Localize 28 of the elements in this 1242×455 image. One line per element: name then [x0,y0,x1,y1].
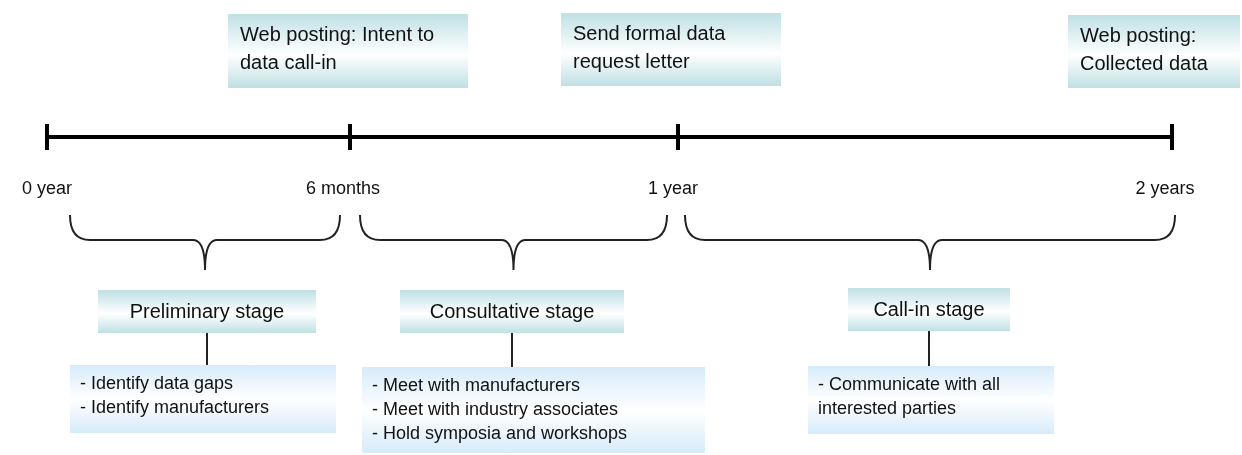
time-label: 1 year [648,178,698,199]
task-list-box [808,366,1054,434]
milestone-text: Send formal data request letter [573,21,727,74]
milestone-box [561,13,781,86]
stage-title: Consultative stage [429,300,595,323]
milestone-box [228,14,468,88]
task-list-box [70,365,336,433]
stage-box [848,288,1010,331]
stage-box [98,290,316,333]
milestone-text: Web posting: Intent to data call-in [240,22,436,75]
task-item: - Meet with industry associates [372,398,620,421]
time-label: 2 years [1135,178,1195,199]
connector-line [511,332,513,368]
task-item: - Identify data gaps [80,372,235,395]
task-item: - Hold symposia and workshops [372,422,629,445]
stage-box [400,290,624,333]
time-label: 6 months [306,178,380,199]
milestone-box [1068,15,1240,88]
stage-title: Preliminary stage [129,300,285,323]
task-item: - Communicate with all interested parties [818,373,1002,420]
milestone-text: Web posting: Collected data [1080,23,1209,76]
connector-line [928,330,930,367]
task-item: - Identify manufacturers [80,396,271,419]
stage-title: Call-in stage [873,298,985,321]
time-label: 0 year [22,178,72,199]
task-item: - Meet with manufacturers [372,374,582,397]
connector-line [206,332,208,366]
task-list-box [362,367,705,453]
